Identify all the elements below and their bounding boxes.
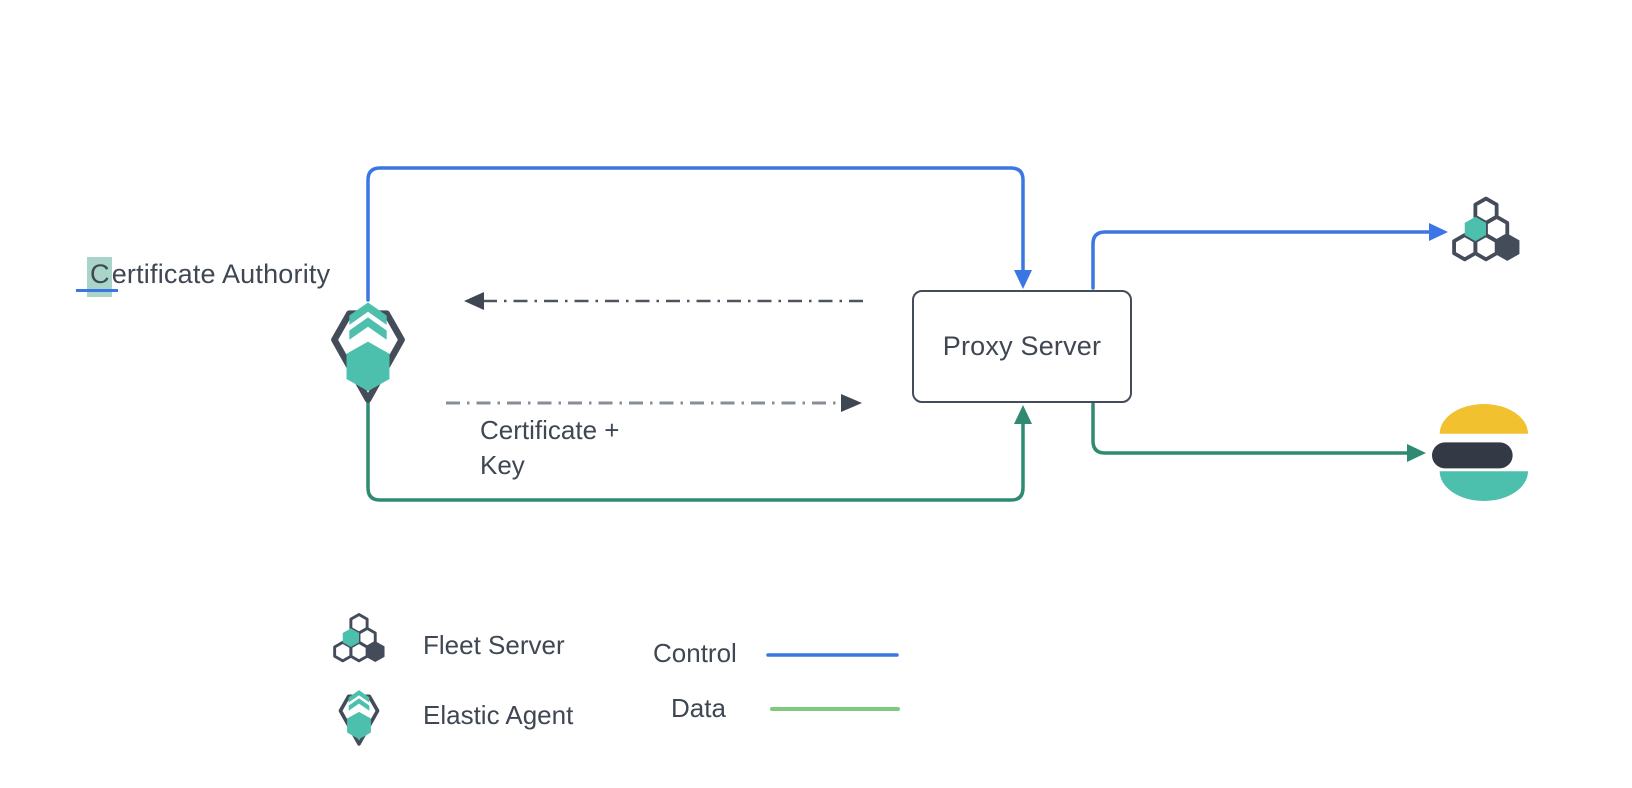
- fleet-server-icon[interactable]: [1454, 199, 1519, 261]
- request-dashed-arrow[interactable]: [464, 292, 863, 310]
- legend-elastic-agent-label[interactable]: Elastic Agent: [423, 700, 574, 730]
- elasticsearch-icon[interactable]: [1432, 404, 1528, 501]
- selected-character: C: [87, 257, 112, 297]
- arrowhead-left-icon: [464, 292, 484, 310]
- arrowhead-right-icon: [841, 394, 862, 412]
- certificate-authority-label[interactable]: Certificate Authority: [87, 257, 331, 297]
- certificate-authority-text: ertificate Authority: [111, 259, 331, 289]
- data-line-agent-to-proxy[interactable]: [366, 399, 1032, 502]
- arrowhead-right-icon: [1407, 444, 1426, 462]
- arrowhead-up-icon: [1014, 405, 1032, 424]
- legend-elastic-agent-icon[interactable]: [338, 688, 380, 746]
- control-line-proxy-to-fleet[interactable]: [1091, 223, 1448, 290]
- legend-data-label[interactable]: Data: [671, 693, 726, 723]
- certificate-key-annotation[interactable]: Certificate + Key: [480, 413, 619, 483]
- legend-fleet-server-label[interactable]: Fleet Server: [423, 630, 565, 660]
- arrowhead-right-icon: [1429, 223, 1448, 241]
- arrowhead-down-icon: [1014, 270, 1032, 289]
- legend-fleet-server-icon[interactable]: [333, 613, 386, 664]
- legend-control-label[interactable]: Control: [653, 638, 737, 668]
- elastic-agent-icon[interactable]: [334, 302, 401, 399]
- control-line-agent-to-proxy[interactable]: [366, 166, 1032, 302]
- data-line-proxy-to-elasticsearch[interactable]: [1091, 402, 1426, 462]
- text-cursor-underline: [76, 289, 118, 292]
- certificate-key-line2: Key: [480, 450, 525, 480]
- certificate-key-line1: Certificate +: [480, 415, 620, 445]
- certificate-key-dashed-arrow[interactable]: [446, 394, 862, 412]
- proxy-server-label: Proxy Server: [942, 331, 1102, 361]
- proxy-server-node[interactable]: Proxy Server: [912, 290, 1132, 403]
